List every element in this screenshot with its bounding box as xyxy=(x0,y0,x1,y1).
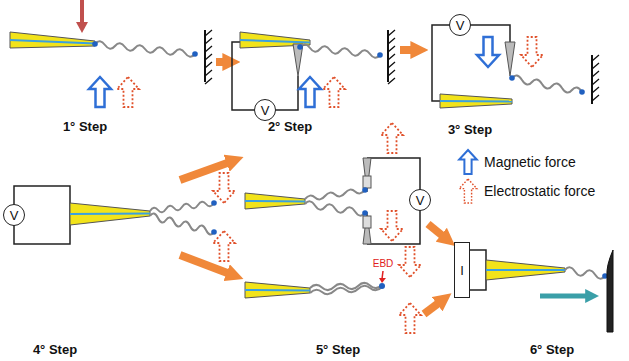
flow-arrow xyxy=(428,224,444,237)
step-label: 2° Step xyxy=(268,120,312,134)
step1-art xyxy=(10,0,212,107)
flow-arrow xyxy=(400,46,414,54)
step-label: 4° Step xyxy=(33,343,77,357)
step-label: 5° Step xyxy=(316,343,360,357)
voltmeter-symbol: V xyxy=(449,14,471,36)
meter-letter: V xyxy=(261,104,270,117)
step-label: 6° Step xyxy=(530,343,574,357)
step-label: 1° Step xyxy=(63,120,107,134)
step6-art xyxy=(462,250,613,332)
flow-arrow xyxy=(180,255,230,274)
legend-text: Magnetic force xyxy=(484,154,576,170)
step4-art xyxy=(14,173,235,261)
step-label: 3° Step xyxy=(448,123,492,137)
voltmeter-symbol: V xyxy=(254,99,276,121)
flow-arrow xyxy=(216,58,226,66)
meter-letter: V xyxy=(10,209,19,222)
meter-letter: V xyxy=(416,194,425,207)
voltmeter-symbol: V xyxy=(409,189,431,211)
legend-sample xyxy=(459,150,477,174)
meter-letter: I xyxy=(460,264,464,277)
ebd-label: EBD xyxy=(373,258,394,269)
meter-letter: V xyxy=(456,19,465,32)
ammeter-symbol: I xyxy=(454,242,471,298)
step3-art xyxy=(432,25,599,108)
step5b-art xyxy=(245,247,421,333)
voltmeter-symbol: V xyxy=(3,204,25,226)
step5a-art xyxy=(245,123,420,244)
step2-art xyxy=(232,30,395,110)
legend-text: Electrostatic force xyxy=(484,183,595,199)
legend-sample xyxy=(459,179,477,203)
flow-arrow xyxy=(424,302,440,314)
flow-arrow xyxy=(180,162,230,180)
